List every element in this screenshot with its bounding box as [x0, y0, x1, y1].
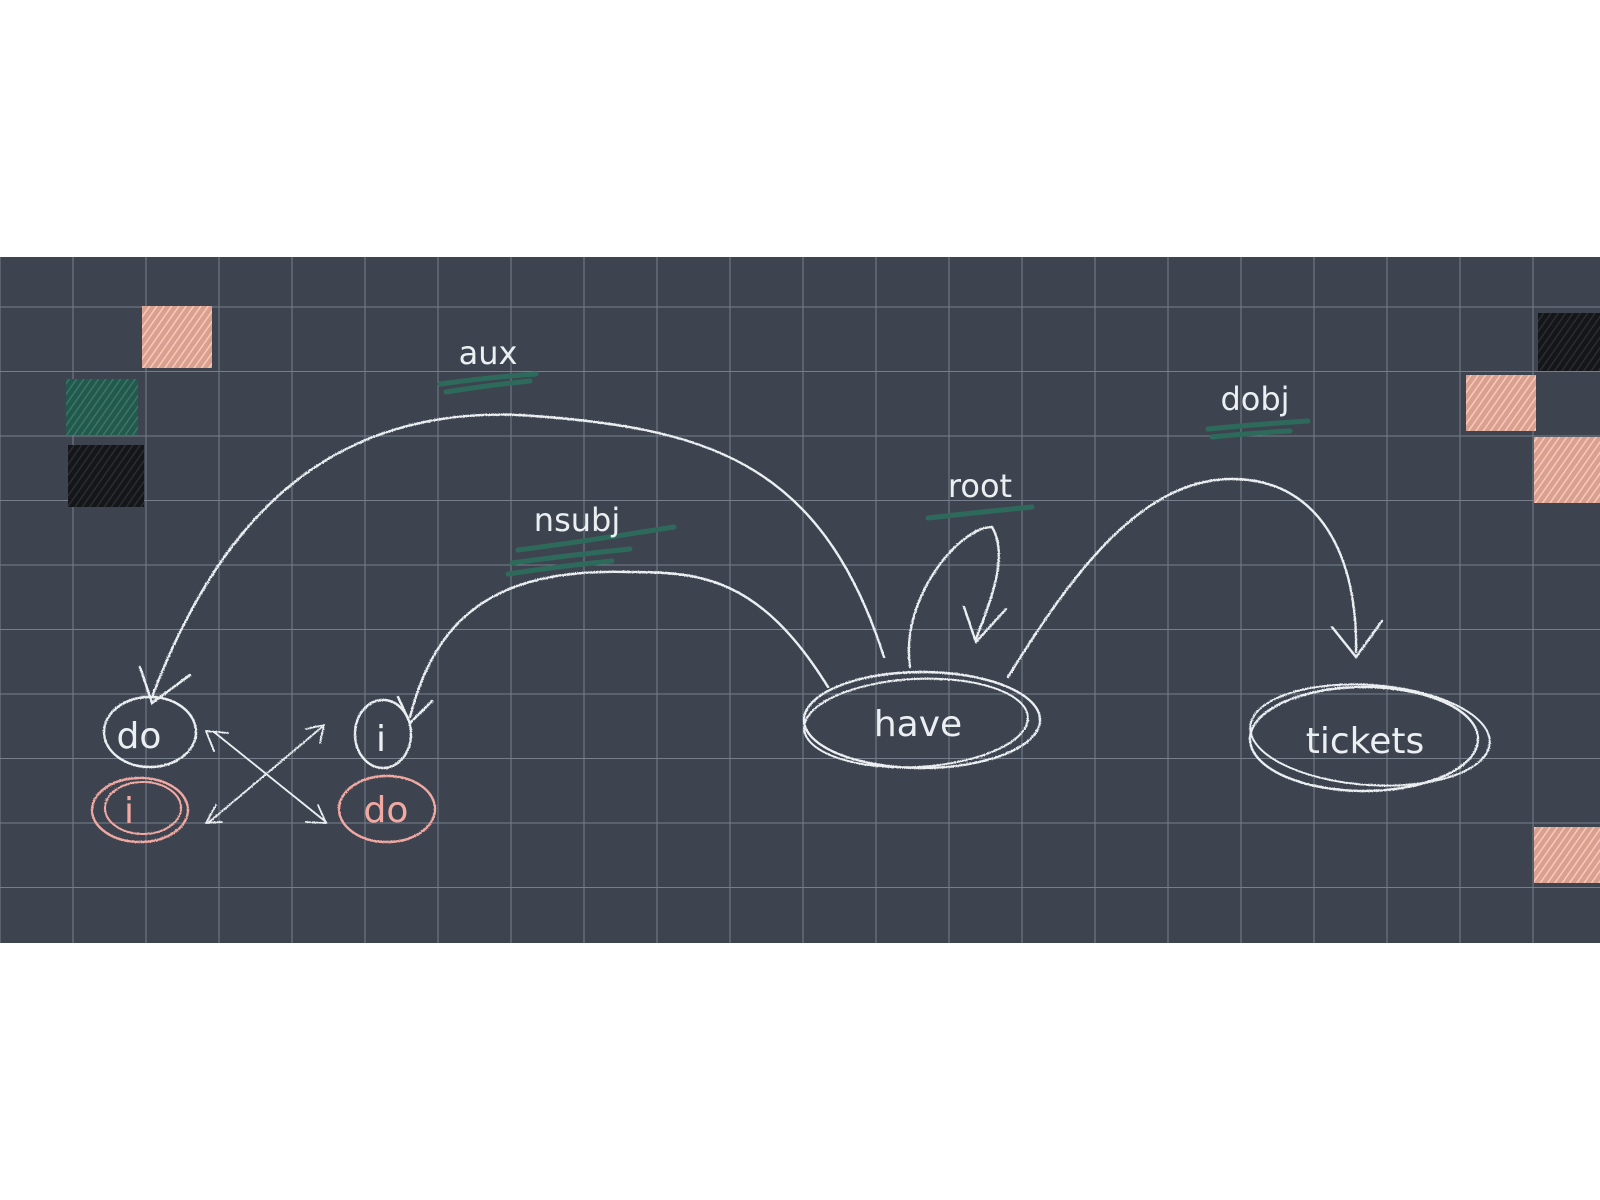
word-labels: do i i do have tickets [117, 704, 1425, 832]
aux-arc [150, 413, 886, 699]
word-i: i [376, 719, 386, 760]
grid-lines [0, 257, 1600, 943]
swatch-pink [1466, 375, 1536, 431]
word-do: do [117, 716, 162, 757]
label-aux: aux [459, 334, 518, 372]
relation-labels: aux nsubj root dobj [459, 334, 1290, 539]
chalkboard: do i i do have tickets aux nsubj root do… [0, 257, 1600, 943]
root-arrowhead [962, 605, 1008, 645]
word-have: have [874, 704, 962, 745]
swatch-pink [1534, 437, 1600, 503]
swatch-pink [142, 306, 212, 368]
swatch-teal [66, 379, 138, 435]
have-ellipse [802, 670, 1042, 770]
word-do-swapped: do [364, 790, 409, 831]
tickets-ellipse [1248, 685, 1480, 793]
label-underlines [437, 371, 1311, 577]
swatch-dark [1538, 313, 1600, 371]
i-swapped-ellipse [90, 776, 190, 844]
do-swapped-ellipse [337, 774, 437, 844]
aux-arrowhead [138, 665, 192, 705]
word-ellipses [90, 670, 1491, 844]
have-ellipse [803, 677, 1029, 769]
i-swapped-ellipse [104, 781, 182, 835]
board-background [0, 257, 1600, 943]
i-ellipse [353, 698, 413, 770]
dobj-arrowhead [1330, 619, 1384, 659]
nsubj-arc [408, 570, 830, 719]
swap-arrows [204, 723, 328, 825]
do-ellipse [102, 695, 198, 769]
swatch-dark [68, 445, 144, 507]
word-tickets: tickets [1306, 721, 1425, 762]
tickets-ellipse [1249, 683, 1491, 787]
label-dobj: dobj [1220, 380, 1289, 418]
label-nsubj: nsubj [534, 501, 620, 539]
root-arc [907, 525, 1000, 669]
dependency-arcs [138, 413, 1384, 726]
swatch-pink [1534, 827, 1600, 883]
word-i-swapped: i [124, 791, 134, 832]
dobj-arc [1006, 477, 1358, 679]
label-root: root [948, 467, 1012, 505]
color-swatches [66, 306, 1600, 883]
